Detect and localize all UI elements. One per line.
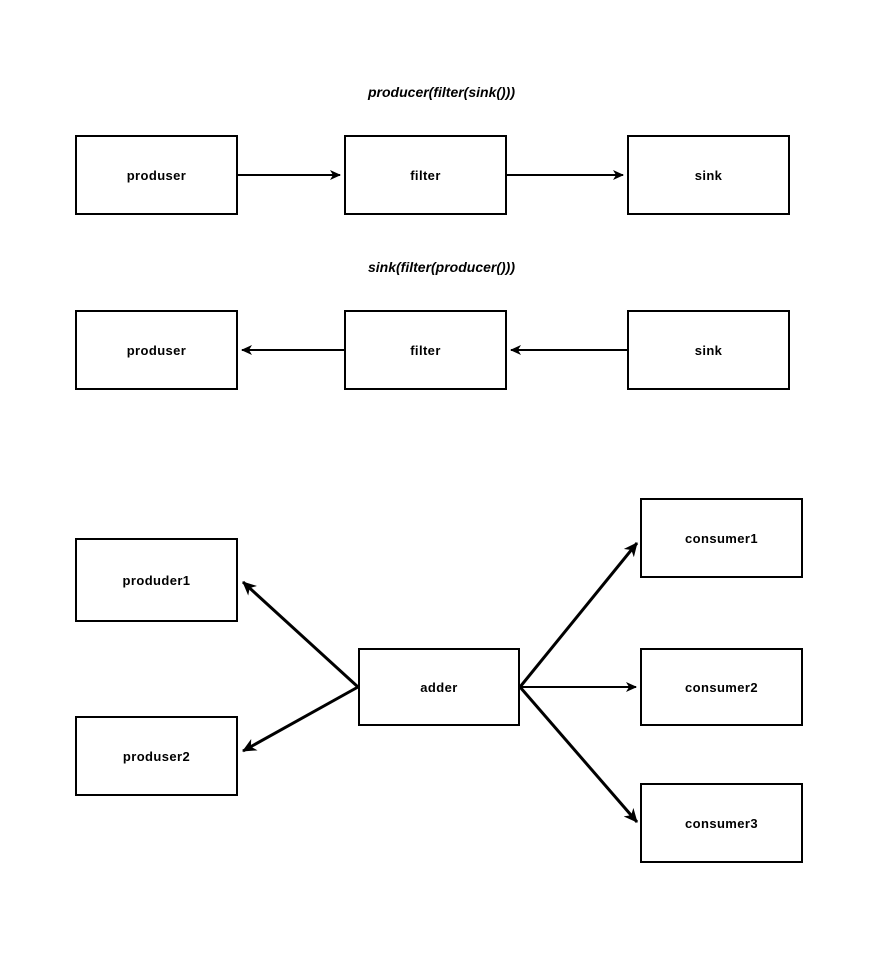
node-label: consumer3 xyxy=(685,815,758,831)
node-label: produser xyxy=(126,167,187,183)
node-label: consumer2 xyxy=(685,679,758,695)
node-adder[interactable]: adder xyxy=(358,648,520,726)
node-label: produder1 xyxy=(122,572,191,588)
node-produser-1[interactable]: produser xyxy=(75,135,238,215)
node-label: consumer1 xyxy=(685,530,758,546)
node-sink-2[interactable]: sink xyxy=(627,310,790,390)
edge-adder-to-produder1 xyxy=(241,580,360,689)
node-label: filter xyxy=(410,342,441,358)
node-sink-1[interactable]: sink xyxy=(627,135,790,215)
node-consumer1[interactable]: consumer1 xyxy=(640,498,803,578)
node-label: filter xyxy=(410,167,441,183)
node-label: produser2 xyxy=(122,748,191,764)
section-title-producer-filter-sink: producer(filter(sink())) xyxy=(368,84,515,100)
node-produser-2[interactable]: produser xyxy=(75,310,238,390)
node-consumer3[interactable]: consumer3 xyxy=(640,783,803,863)
edge-adder-to-consumer1 xyxy=(518,542,639,688)
node-label: sink xyxy=(694,342,723,358)
node-filter-1[interactable]: filter xyxy=(344,135,507,215)
node-produser2[interactable]: produser2 xyxy=(75,716,238,796)
node-label: produser xyxy=(126,342,187,358)
edge-adder-to-consumer3 xyxy=(518,686,639,823)
section-title-sink-filter-producer: sink(filter(producer())) xyxy=(368,259,515,275)
node-consumer2[interactable]: consumer2 xyxy=(640,648,803,726)
node-label: adder xyxy=(420,679,458,695)
edge-adder-to-produser2 xyxy=(242,685,359,753)
node-produder1[interactable]: produder1 xyxy=(75,538,238,622)
node-label: sink xyxy=(694,167,723,183)
node-filter-2[interactable]: filter xyxy=(344,310,507,390)
